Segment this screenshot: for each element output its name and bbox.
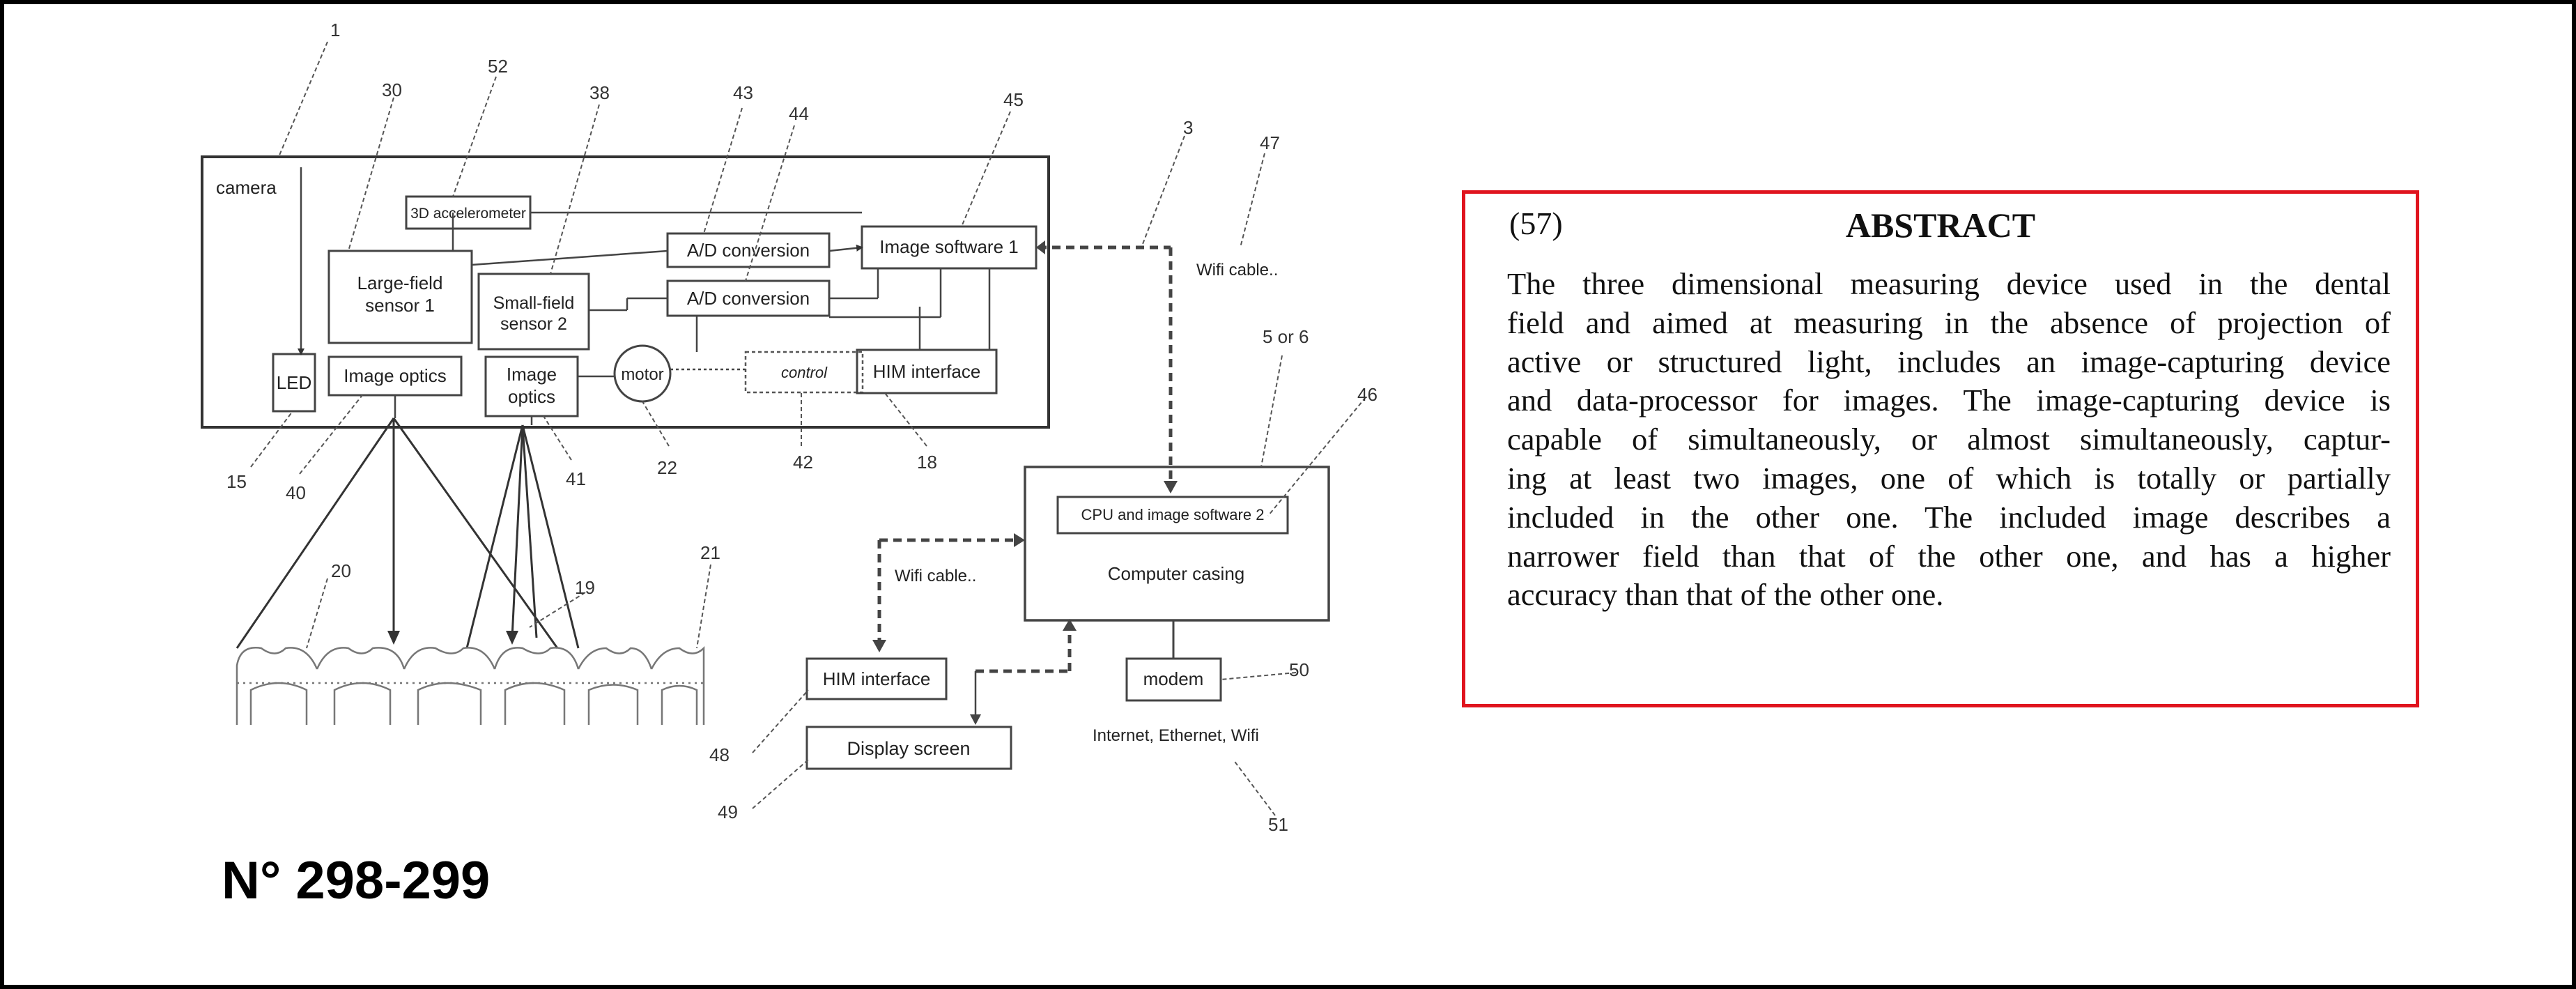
camera-connections [298, 167, 991, 425]
ref-40: 40 [286, 482, 306, 503]
abstract-line: The three dimensional measuring device u… [1507, 266, 2391, 301]
modem-label: modem [1143, 668, 1204, 689]
ref-30: 30 [382, 79, 402, 100]
him-interface-camera-label: HIM interface [873, 361, 981, 382]
wifi-link-left [877, 538, 1072, 673]
large-field-sensor-line2: sensor 1 [365, 295, 435, 316]
ref-44: 44 [789, 103, 809, 124]
computer-casing-label: Computer casing [1108, 563, 1245, 584]
abstract-title: ABSTRACT [1845, 206, 2036, 245]
ref-49: 49 [718, 802, 738, 822]
camera-box [201, 155, 1050, 429]
ref-22: 22 [657, 457, 677, 478]
him-interface-pc-box [805, 657, 948, 700]
ref-21: 21 [700, 542, 720, 563]
computer-casing-box [1024, 466, 1330, 622]
teeth-outline [236, 645, 705, 725]
accelerometer-label: 3D accelerometer [410, 206, 526, 222]
ref-41: 41 [566, 468, 586, 489]
cpu-software-box [1056, 496, 1289, 535]
abstract-line: field and aimed at measuring in the abse… [1507, 305, 2391, 340]
wifi-link-top [1038, 245, 1173, 488]
ref-1: 1 [330, 20, 340, 40]
abstract-line: included in the other one. The included … [1507, 499, 2391, 535]
small-field-sensor-box [477, 273, 590, 351]
ref-38: 38 [589, 82, 610, 103]
wifi-cable-top-label: Wifi cable.. [1196, 261, 1278, 279]
abstract-line: accuracy than that of the other one. [1507, 577, 1944, 613]
small-field-sensor-line1: Small-field [493, 293, 575, 313]
ref-20: 20 [331, 560, 351, 581]
display-screen-box [805, 726, 1012, 770]
ref-5or6: 5 or 6 [1263, 326, 1309, 347]
ref-43: 43 [733, 82, 753, 103]
image-optics-1-label: Image optics [344, 365, 446, 386]
led-box [272, 353, 316, 413]
him-interface-pc-label: HIM interface [823, 668, 931, 689]
large-field-sensor-box [327, 250, 473, 344]
ref-45: 45 [1003, 89, 1024, 110]
abstract-box: (57) ABSTRACT The three dimensional meas… [1462, 190, 2419, 707]
abstract-text: The three dimensional measuring device u… [1507, 265, 2391, 615]
abstract-line: narrower field than that of the other on… [1507, 538, 2391, 574]
abstract-line: ing at least two images, one of which is… [1507, 460, 2391, 496]
ref-19: 19 [575, 577, 595, 598]
motor-label: motor [621, 365, 663, 384]
ref-52: 52 [488, 56, 508, 77]
ref-15: 15 [226, 471, 247, 492]
ref-18: 18 [917, 452, 937, 473]
camera-label: camera [216, 177, 277, 198]
reference-leaders [250, 41, 1366, 816]
image-optics-2-line1: Image [507, 364, 557, 385]
optical-rays [236, 417, 580, 649]
image-software-1-label: Image software 1 [879, 236, 1018, 257]
ad-conversion-2-label: A/D conversion [687, 288, 810, 309]
document-number: N° 298-299 [222, 851, 491, 910]
cpu-software-label: CPU and image software 2 [1081, 506, 1265, 523]
ref-46: 46 [1357, 384, 1378, 405]
led-label: LED [277, 372, 312, 393]
ref-48: 48 [709, 744, 730, 765]
ref-47: 47 [1260, 132, 1280, 153]
abstract-line: and data-processor for images. The image… [1507, 383, 2391, 418]
large-field-sensor-line1: Large-field [357, 273, 443, 293]
control-label: control [781, 364, 828, 381]
abstract-number: (57) [1509, 206, 1563, 241]
ref-50: 50 [1289, 659, 1309, 680]
ref-42: 42 [793, 452, 813, 473]
ad-conversion-1-label: A/D conversion [687, 240, 810, 261]
abstract-line: active or structured light, includes an … [1507, 344, 2391, 379]
abstract-line: capable of simultaneously, or almost sim… [1507, 422, 2391, 457]
internet-label: Internet, Ethernet, Wifi [1093, 726, 1259, 745]
ref-51: 51 [1268, 814, 1288, 835]
image-optics-2-line2: optics [508, 386, 555, 407]
ref-3: 3 [1183, 117, 1193, 138]
display-screen-label: Display screen [847, 738, 970, 759]
small-field-sensor-line2: sensor 2 [500, 314, 567, 334]
wifi-cable-left-label: Wifi cable.. [895, 567, 976, 585]
control-box [744, 351, 864, 394]
him-interface-camera-box [856, 348, 998, 394]
